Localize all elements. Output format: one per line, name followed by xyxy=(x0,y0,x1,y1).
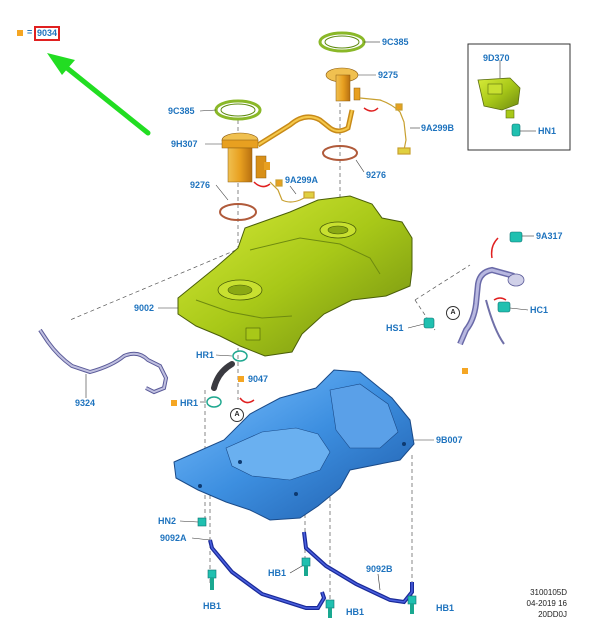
clamp-HR1-bottom xyxy=(206,396,222,408)
red-arrow-icon xyxy=(239,107,507,404)
service-square-icon xyxy=(462,368,468,374)
label-shield: 9B007 xyxy=(436,435,463,445)
filler-pipe xyxy=(457,266,525,346)
service-square-icon xyxy=(238,376,244,382)
clamp-HR1-top xyxy=(232,350,248,362)
nut-HN2 xyxy=(197,517,207,527)
hose-9047 xyxy=(211,361,235,391)
label-seal-right: 9276 xyxy=(366,170,387,180)
harness-9A299A xyxy=(269,179,315,203)
lock-ring-left xyxy=(214,99,262,121)
label-seal-left: 9276 xyxy=(190,180,211,190)
inset-frame xyxy=(467,43,571,151)
label-ring-left: 9C385 xyxy=(168,106,195,116)
bolt-HB1-center xyxy=(325,599,335,618)
label-strap-right: 9092B xyxy=(366,564,393,574)
label-vapor-line: 9324 xyxy=(75,398,96,408)
legend-part-number: 9034 xyxy=(34,26,61,41)
green-arrow-icon xyxy=(47,53,151,136)
document-stamp-line1: 3100105D xyxy=(530,588,567,597)
label-harness-right: 9A299B xyxy=(421,123,455,133)
fuel-pump-module xyxy=(221,132,270,183)
label-bolt-hb1-left: HB1 xyxy=(203,601,222,611)
leader-lines xyxy=(85,41,534,591)
fuel-tank xyxy=(177,195,413,357)
strap-9092A xyxy=(208,539,327,610)
legend-symbol-icon xyxy=(17,30,23,36)
bolt-HB1-right xyxy=(407,595,417,614)
label-clamp-hr1-bottom: HR1 xyxy=(180,398,199,408)
label-nut-hn2: HN2 xyxy=(158,516,177,526)
label-bolt-hb1-center: HB1 xyxy=(346,607,365,617)
label-connector: 9A317 xyxy=(536,231,563,241)
label-bolt-hb1-right: HB1 xyxy=(436,603,455,613)
legend-equals: = xyxy=(27,27,33,37)
bolt-HB1-mid xyxy=(301,557,311,576)
inset-clip-icon xyxy=(511,123,536,137)
seal-ring-left xyxy=(219,203,257,221)
connector-9A317 xyxy=(509,231,523,243)
document-stamp-line3: 20DD0J xyxy=(538,610,567,619)
label-ring-top: 9C385 xyxy=(382,37,409,47)
label-tank: 9002 xyxy=(134,303,155,313)
label-strap-left: 9092A xyxy=(160,533,187,543)
inset-valve-part xyxy=(477,77,521,119)
fuel-level-module xyxy=(325,67,361,102)
strap-9092B xyxy=(302,531,414,605)
clip-HC1 xyxy=(497,301,511,313)
label-clip-hc1: HC1 xyxy=(530,305,549,315)
label-hose: 9047 xyxy=(248,374,269,384)
callout-a-marker: A xyxy=(230,408,244,422)
bolt-HB1-left xyxy=(207,569,217,590)
crossover-tube xyxy=(256,109,355,148)
heat-shield xyxy=(173,369,415,521)
label-clamp-hr1-top: HR1 xyxy=(196,350,215,360)
label-module-top: 9275 xyxy=(378,70,399,80)
label-inset-clip: HN1 xyxy=(538,126,557,136)
callout-a-marker: A xyxy=(446,306,460,320)
document-stamp-line2: 04-2019 16 xyxy=(526,599,567,608)
seal-ring-right xyxy=(322,145,358,161)
service-square-icon xyxy=(171,400,177,406)
label-pump: 9H307 xyxy=(171,139,198,149)
clip-HS1 xyxy=(423,317,435,329)
label-clip-hs1: HS1 xyxy=(386,323,404,333)
label-bolt-hb1-mid: HB1 xyxy=(268,568,287,578)
harness-9A299B xyxy=(359,97,411,155)
vapor-line xyxy=(38,328,169,395)
label-harness-left: 9A299A xyxy=(285,175,319,185)
label-inset-part: 9D370 xyxy=(483,53,510,63)
lock-ring-top xyxy=(318,31,366,53)
